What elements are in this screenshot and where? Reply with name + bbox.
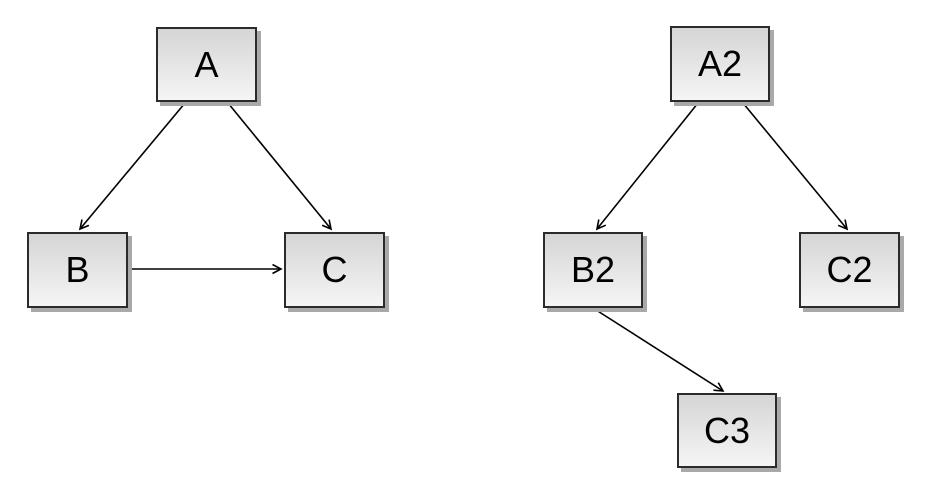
- node-label: B2: [570, 249, 616, 290]
- node-label: A2: [697, 43, 743, 84]
- node-C[interactable]: C: [284, 232, 385, 308]
- edge-A2-B2[interactable]: [597, 102, 699, 229]
- node-label: B: [65, 249, 90, 290]
- node-C3[interactable]: C3: [677, 393, 777, 468]
- node-label: A: [194, 43, 219, 85]
- node-B2[interactable]: B2: [543, 232, 643, 308]
- node-label: C2: [826, 249, 873, 290]
- edge-A-C[interactable]: [227, 102, 331, 229]
- edge-A2-C2[interactable]: [742, 102, 847, 229]
- edge-A-B[interactable]: [80, 102, 186, 229]
- node-label: C3: [703, 409, 751, 451]
- node-C2[interactable]: C2: [799, 232, 900, 308]
- node-label: C: [321, 249, 348, 290]
- node-B[interactable]: B: [27, 232, 128, 308]
- node-A[interactable]: A: [156, 27, 257, 102]
- edge-B2-C3[interactable]: [592, 307, 723, 391]
- node-A2[interactable]: A2: [670, 26, 770, 102]
